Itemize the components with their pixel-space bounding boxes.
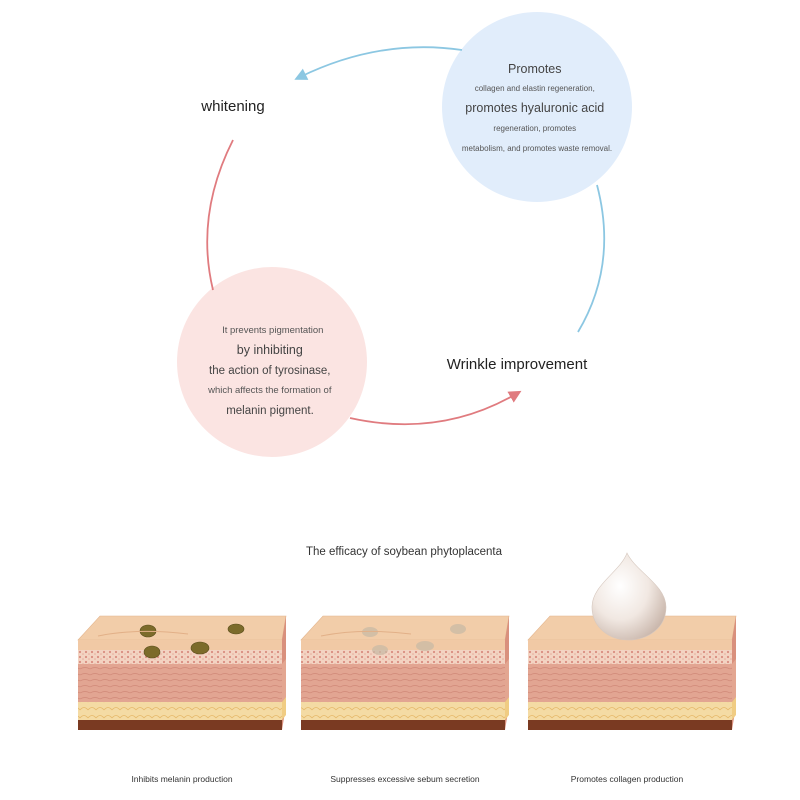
faded-spot <box>372 645 388 655</box>
layer-epidermis <box>301 650 505 664</box>
efficacy-caption: The efficacy of soybean phytoplacenta <box>306 546 503 558</box>
side-fat-shade <box>732 697 736 720</box>
skin-blocks <box>77 552 737 730</box>
layer-fat <box>301 702 505 720</box>
skin-block-sebum <box>300 615 510 730</box>
skin-surface <box>77 615 287 641</box>
arrow-blue-to-whitening <box>294 46 463 80</box>
skin-block-collagen <box>527 552 737 730</box>
surface-wrinkle <box>97 630 189 637</box>
blue-circle-text: Promotes collagen and elastin regenerati… <box>462 60 612 153</box>
skin-surface <box>300 615 510 641</box>
faded-spot <box>416 641 434 651</box>
layer-dermis <box>78 664 282 702</box>
side-dermis-shade <box>282 659 286 702</box>
node-whitening: whitening <box>200 98 264 115</box>
label-promotes-collagen: Promotes collagen production <box>571 774 684 784</box>
layer-dermis <box>528 664 732 702</box>
melanin-spot <box>227 623 245 635</box>
side-dermis-shade <box>505 659 509 702</box>
faded-spot <box>362 627 378 637</box>
melanin-spot <box>190 641 210 655</box>
layer-base <box>528 720 732 730</box>
arrow-red-to-wrinkle <box>349 390 522 426</box>
layer-epidermis <box>78 650 282 664</box>
faded-spot <box>450 624 466 634</box>
side-dermis-shade <box>732 659 736 702</box>
layer-stratum <box>301 640 505 650</box>
layer-epidermis <box>528 650 732 664</box>
side-fat-shade <box>282 697 286 720</box>
melanin-spot <box>143 645 161 659</box>
pink-circle-text: It prevents pigmentation by inhibiting t… <box>207 320 336 417</box>
layer-stratum <box>78 640 282 650</box>
cycle-diagram: whitening Wrinkle improvement Promotes c… <box>177 12 632 457</box>
skin-block-melanin <box>77 615 287 730</box>
layer-base <box>301 720 505 730</box>
layer-fat <box>528 702 732 720</box>
surface-wrinkle <box>320 630 412 637</box>
arc-blue-right <box>577 184 606 333</box>
blue-benefit-circle <box>442 12 632 202</box>
layer-fat <box>78 702 282 720</box>
pink-benefit-circle <box>177 267 367 457</box>
arc-red-left <box>206 139 234 291</box>
layer-stratum <box>528 640 732 650</box>
layer-dermis <box>301 664 505 702</box>
collagen-droplet <box>591 552 667 641</box>
label-inhibits-melanin: Inhibits melanin production <box>131 774 232 784</box>
label-suppresses-sebum: Suppresses excessive sebum secretion <box>330 774 480 784</box>
side-fat-shade <box>505 697 509 720</box>
layer-base <box>78 720 282 730</box>
node-wrinkle-improvement: Wrinkle improvement <box>447 356 588 373</box>
